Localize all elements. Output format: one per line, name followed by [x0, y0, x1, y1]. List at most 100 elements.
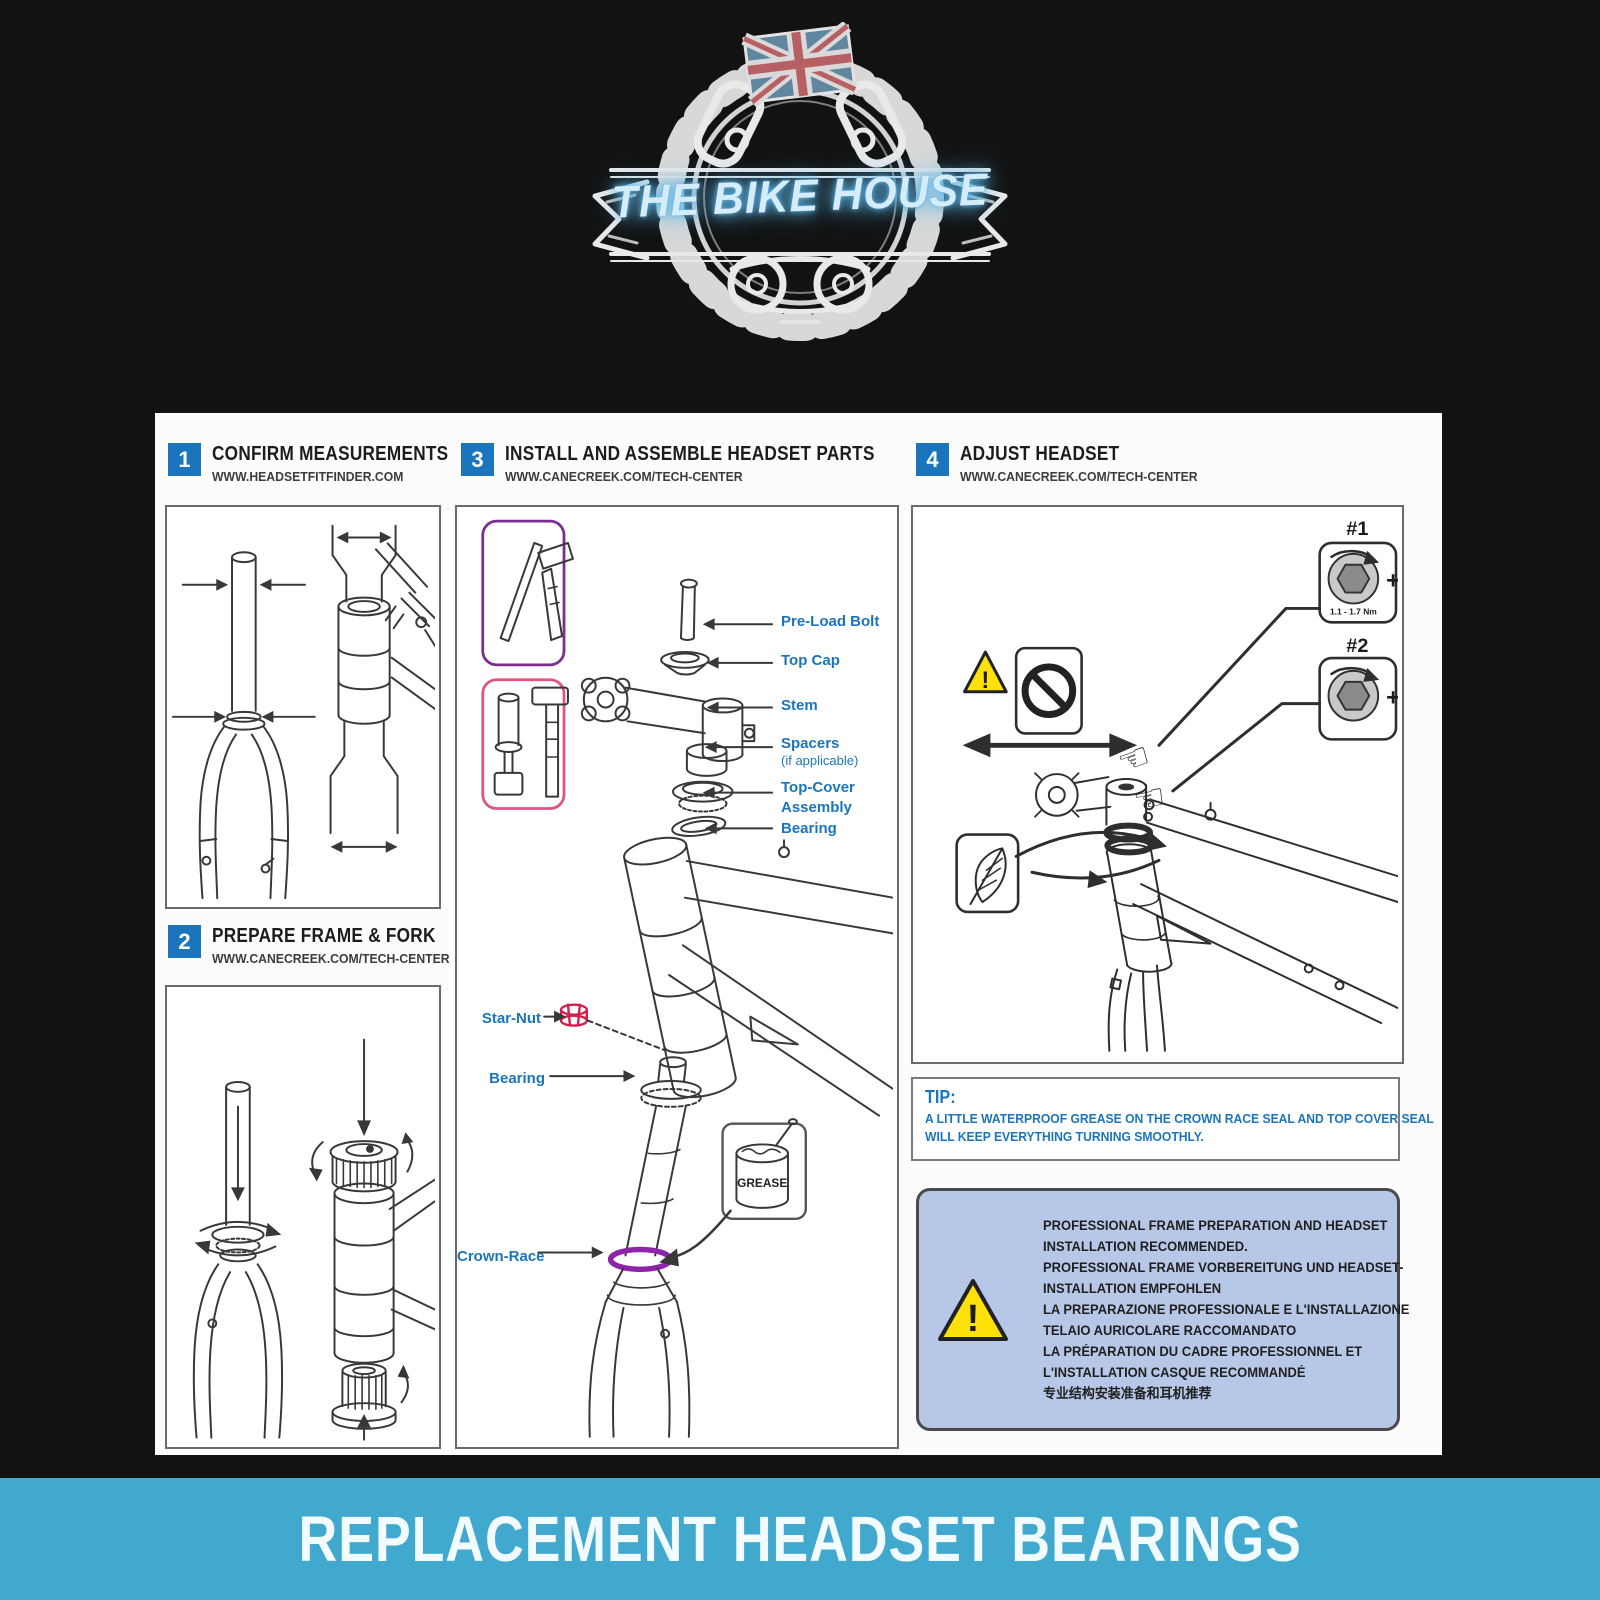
lower-bearing-part [640, 1080, 702, 1108]
step-number-badge: 3 [461, 443, 494, 476]
label-top-cap: Top Cap [781, 652, 840, 669]
bearing-part [671, 815, 727, 837]
label-spacers: Spacers [781, 735, 840, 752]
derailleur-detail [693, 80, 907, 324]
section-3-header: 3 INSTALL AND ASSEMBLE HEADSET PARTS WWW… [461, 443, 935, 484]
label-spacers-note: (if applicable) [781, 753, 859, 768]
label-star-nut: Star-Nut [481, 1010, 541, 1027]
tip-line: A LITTLE WATERPROOF GREASE ON THE CROWN … [925, 1112, 1434, 1126]
section-title: CONFIRM MEASUREMENTS [212, 443, 449, 465]
top-tube-lines [1146, 798, 1398, 904]
top-cap-part [660, 650, 710, 669]
notice-line: L'INSTALLATION CASQUE RECOMMANDÉ [1043, 1365, 1306, 1381]
panel-confirm-measurements [165, 505, 441, 909]
label-top-cover-2: Assembly [781, 799, 852, 816]
head-tube-cutter-diagram [308, 1038, 435, 1364]
no-symbol-icon [1014, 646, 1083, 735]
label-top-cover-bearing: Bearing [781, 820, 837, 837]
label-pre-load-bolt: Pre-Load Bolt [781, 613, 880, 630]
gear-emblem-icon [592, 22, 1008, 341]
step-number-badge: 2 [168, 925, 201, 958]
top-cover-part [672, 780, 734, 813]
panel-install-assemble: Pre-Load Bolt Top Cap Stem Spacers (if a… [455, 505, 899, 1449]
section-4-header: 4 ADJUST HEADSET WWW.CANECREEK.COM/TECH-… [916, 443, 1213, 484]
plus-sign: + [1386, 568, 1398, 595]
notice-line: LA PRÉPARATION DU CADRE PROFESSIONNEL ET [1043, 1344, 1363, 1360]
plus-sign: + [1386, 685, 1398, 712]
notice-line: 专业结构安装准备和耳机推荐 [1043, 1386, 1212, 1402]
label-bearing: Bearing [489, 1070, 545, 1087]
instruction-sheet: 1 CONFIRM MEASUREMENTS WWW.HEADSETFITFIN… [155, 413, 1442, 1455]
brand-logo: THE BIKE HOUSE [585, 22, 1015, 382]
caliper-icon [384, 591, 435, 647]
warning-exclamation: ! [981, 667, 989, 694]
notice-line: INSTALLATION EMPFOHLEN [1043, 1280, 1222, 1296]
panel-adjust-headset: #1 #2 + + 1.1 - 1.7 Nm ! ☜ ☜ [911, 505, 1404, 1064]
tip-line: WILL KEEP EVERYTHING TURNING SMOOTHLY. [925, 1130, 1204, 1144]
notice-line: INSTALLATION RECOMMENDED. [1043, 1238, 1248, 1254]
measurement-diagram [171, 524, 435, 900]
step-number-badge: 1 [168, 443, 201, 476]
notice-text: PROFESSIONAL FRAME PREPARATION AND HEADS… [1043, 1215, 1425, 1404]
pointing-hand-icon: ☜ [1130, 776, 1170, 822]
grease-can-icon [721, 1118, 807, 1220]
exploded-headset-parts [580, 578, 756, 837]
stem-steerer-diagram [1034, 772, 1398, 1052]
head-tube-diagram [329, 524, 435, 853]
notice-line: PROFESSIONAL FRAME VORBEREITUNG UND HEAD… [1043, 1259, 1404, 1275]
panel-prepare-frame-fork [165, 985, 441, 1449]
drop-line [586, 1019, 667, 1052]
no-side-load-arrow [962, 733, 1138, 758]
ribbon-tails [592, 179, 1008, 261]
gusset [749, 1015, 799, 1046]
section-title: INSTALL AND ASSEMBLE HEADSET PARTS [505, 443, 875, 465]
frame-head-tube [623, 836, 893, 1117]
assembly-diagram [481, 519, 893, 1438]
uk-flag-icon [741, 22, 858, 108]
banner-rules [609, 168, 991, 262]
banner-title: REPLACEMENT HEADSET BEARINGS [298, 1503, 1302, 1575]
hammer-icon [537, 541, 574, 642]
warning-triangle-icon: ! [938, 1278, 1008, 1341]
section-url: WWW.CANECREEK.COM/TECH-CENTER [960, 469, 1198, 484]
adjust-diagram: #1 #2 + + 1.1 - 1.7 Nm ! ☜ ☜ [955, 518, 1398, 1052]
section-title: ADJUST HEADSET [960, 443, 1120, 465]
step-2-label: #2 [1346, 635, 1368, 657]
crown-race-part [607, 1246, 673, 1273]
warning-exclamation: ! [967, 1298, 980, 1340]
hex-step-2-icon [1318, 656, 1398, 741]
label-stem: Stem [781, 697, 818, 714]
setting-rod-icon [499, 541, 544, 643]
label-arrows [537, 618, 774, 1259]
feather-icon [955, 833, 1020, 914]
hammer-icon [531, 686, 569, 798]
rotation-arrows [1014, 830, 1167, 889]
torque-spec: 1.1 - 1.7 Nm [1330, 606, 1377, 616]
tip-heading: TIP: [925, 1087, 956, 1107]
step-1-label: #1 [1346, 518, 1368, 540]
hex-step-1-icon [1318, 541, 1398, 624]
prepare-diagram [192, 1038, 435, 1441]
step-number-badge: 4 [916, 443, 949, 476]
notice-line: TELAIO AURICOLARE RACCOMANDATO [1043, 1323, 1297, 1339]
section-1-header: 1 CONFIRM MEASUREMENTS WWW.HEADSETFITFIN… [168, 443, 487, 484]
crown-race-tool-box [481, 678, 569, 810]
section-title: PREPARE FRAME & FORK [212, 925, 436, 947]
section-url: WWW.HEADSETFITFINDER.COM [212, 469, 404, 484]
star-nut-tool-box [481, 519, 574, 667]
section-url: WWW.CANECREEK.COM/TECH-CENTER [505, 469, 743, 484]
pre-load-bolt-part [679, 578, 698, 589]
fork-crown-race-diagram [192, 1081, 284, 1439]
professional-install-notice: ! PROFESSIONAL FRAME PREPARATION AND HEA… [916, 1188, 1409, 1431]
notice-line: PROFESSIONAL FRAME PREPARATION AND HEADS… [1043, 1217, 1388, 1233]
leader-line-1 [1157, 606, 1322, 747]
notice-line: LA PREPARAZIONE PROFESSIONALE E L'INSTAL… [1043, 1301, 1410, 1317]
down-tube-lines [668, 944, 893, 1117]
crown-race-setter-icon [493, 692, 524, 796]
section-url: WWW.CANECREEK.COM/TECH-CENTER [212, 951, 450, 966]
measure-arrows [171, 578, 316, 723]
reamer-tool-diagram [331, 1362, 410, 1441]
label-top-cover-1: Top-Cover [781, 779, 855, 796]
spacer-part [685, 743, 728, 777]
